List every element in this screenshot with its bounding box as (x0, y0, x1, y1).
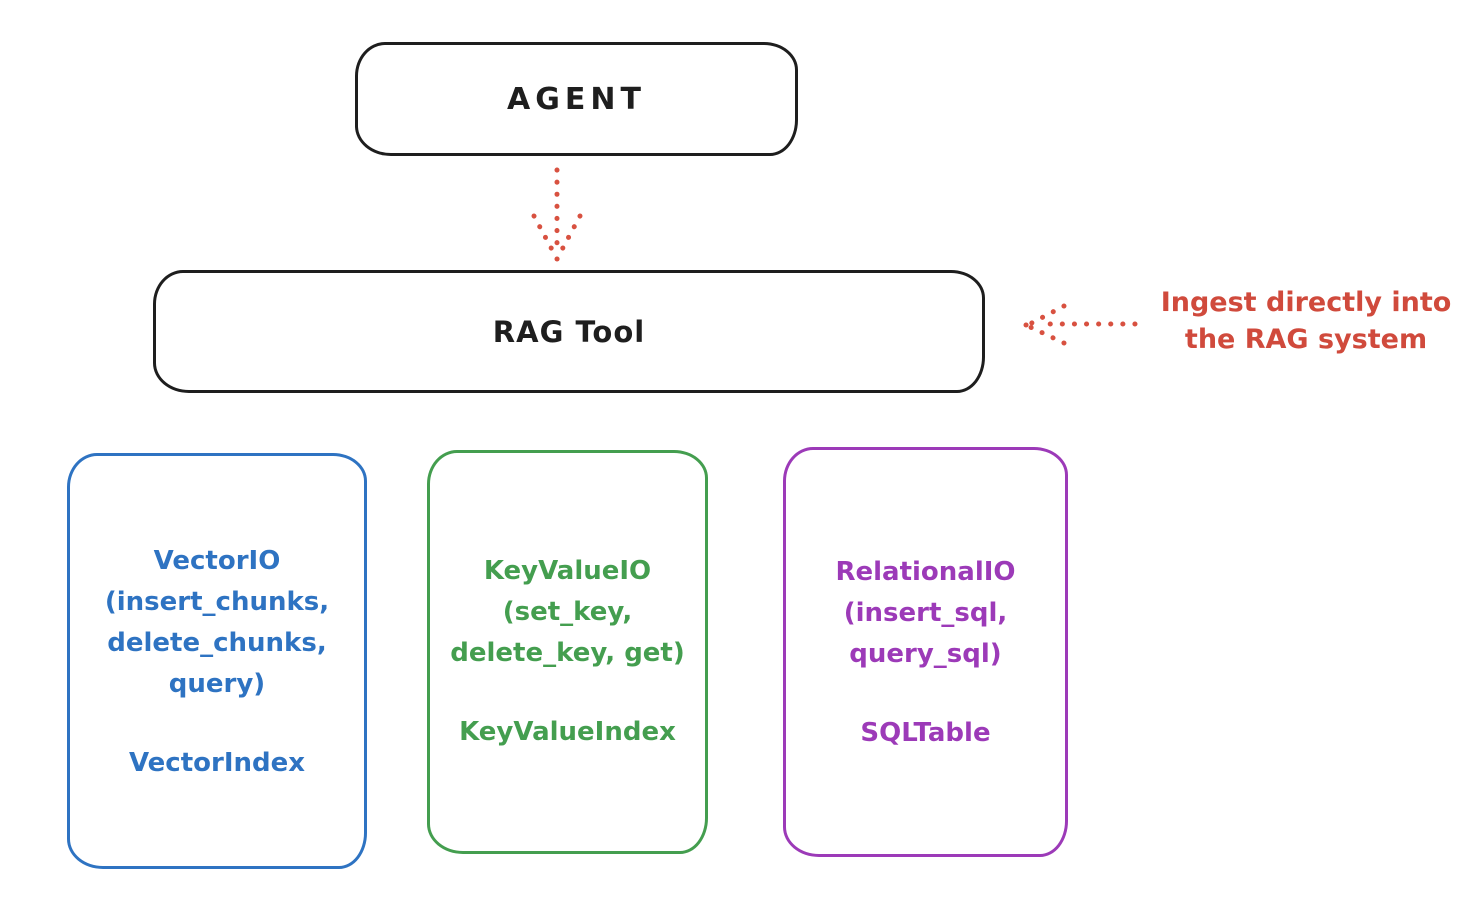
sql-table-label: SQLTable (860, 718, 991, 748)
ingest-annotation-line2: the RAG system (1184, 324, 1428, 355)
vector-index-label: VectorIndex (128, 748, 306, 778)
vector-io-line: delete_chunks, (107, 628, 327, 658)
key-value-io-line: (set_key, (502, 597, 633, 627)
ingest-annotation: Ingest directly into the RAG system (1138, 284, 1474, 358)
key-value-io-line: delete_key, get) (450, 638, 685, 668)
agent-node-label: AGENT (507, 81, 646, 117)
key-value-index-label: KeyValueIndex (459, 717, 676, 747)
rag-tool-node-label: RAG Tool (492, 314, 646, 349)
relational-io-line: RelationalIO (835, 557, 1016, 587)
storage-box-key-value-io: KeyValueIO (set_key, delete_key, get) Ke… (427, 450, 708, 854)
vector-io-line: (insert_chunks, (104, 587, 330, 617)
agent-node: AGENT (355, 42, 798, 156)
vector-io-title: VectorIO (insert_chunks, delete_chunks, … (70, 541, 364, 705)
agent-to-rag-tool-arrow (531, 167, 583, 262)
ingest-annotation-line1: Ingest directly into (1160, 287, 1452, 318)
storage-box-vector-io: VectorIO (insert_chunks, delete_chunks, … (67, 453, 367, 869)
ingest-arrow (1023, 303, 1138, 346)
rag-tool-node: RAG Tool (153, 270, 985, 393)
relational-io-line: query_sql) (849, 639, 1002, 669)
key-value-io-line: KeyValueIO (483, 556, 652, 586)
vector-io-line: query) (168, 669, 266, 699)
vector-io-line: VectorIO (153, 546, 281, 576)
relational-io-title: RelationalIO (insert_sql, query_sql) (786, 552, 1065, 675)
relational-io-line: (insert_sql, (843, 598, 1008, 628)
storage-box-relational-io: RelationalIO (insert_sql, query_sql) SQL… (783, 447, 1068, 857)
key-value-io-title: KeyValueIO (set_key, delete_key, get) (430, 551, 705, 674)
